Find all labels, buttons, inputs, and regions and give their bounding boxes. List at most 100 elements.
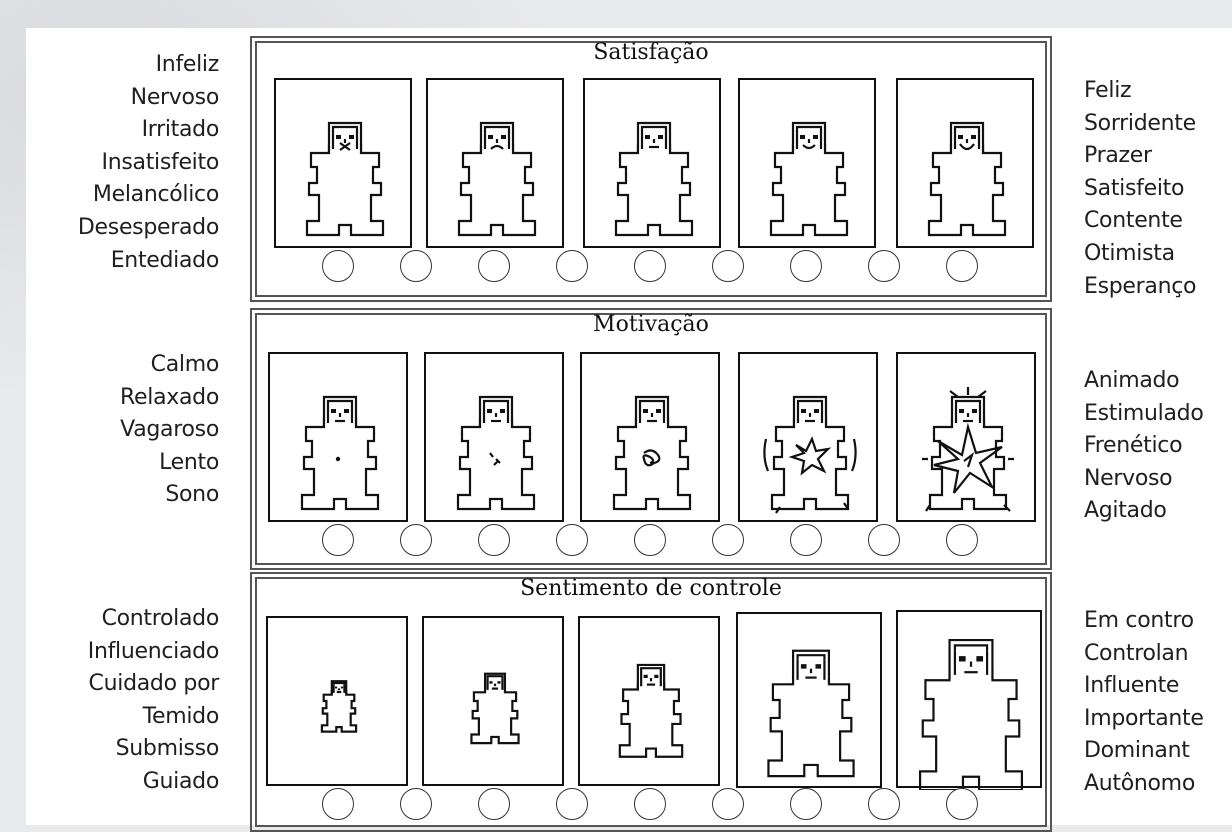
control-response-option[interactable] [946, 788, 978, 820]
satisfaction-right-word: Otimista [1084, 238, 1196, 271]
motivation-right-word: Estimulado [1084, 398, 1204, 431]
satisfaction-right-word: Sorridente [1084, 108, 1196, 141]
control-response-option[interactable] [790, 788, 822, 820]
excited-figure-icon [740, 354, 880, 524]
motivation-right-word: Nervoso [1084, 463, 1204, 496]
satisfaction-right-word: Satisfeito [1084, 173, 1196, 206]
satisfaction-figure-panel [426, 78, 564, 248]
motivation-figure-panel [580, 352, 720, 522]
very-unhappy-figure-icon [276, 80, 414, 250]
motivation-left-word: Lento [120, 447, 219, 480]
control-left-word: Submisso [88, 733, 219, 766]
control-figure-panel [266, 616, 408, 786]
motivation-response-option[interactable] [946, 524, 978, 556]
control-response-option[interactable] [478, 788, 510, 820]
unhappy-figure-icon [428, 80, 566, 250]
control-right-word: Dominant [1084, 735, 1204, 768]
motivation-title: Motivação [252, 312, 1050, 337]
motivation-right-word: Animado [1084, 365, 1204, 398]
control-left-word: Temido [88, 701, 219, 734]
control-left-word: Guiado [88, 766, 219, 799]
control-left-word: Influenciado [88, 636, 219, 669]
motivation-figure-panel [424, 352, 564, 522]
motivation-response-option[interactable] [556, 524, 588, 556]
satisfaction-figure-panel [583, 78, 721, 248]
control-title: Sentimento de controle [252, 576, 1050, 601]
satisfaction-section: Satisfação [250, 36, 1052, 302]
motivation-left-word: Calmo [120, 349, 219, 382]
smallest-figure-icon [268, 618, 410, 788]
satisfaction-left-word: Desesperado [78, 212, 219, 245]
medium-figure-icon [580, 618, 722, 788]
large-figure-icon [738, 614, 884, 790]
control-response-option[interactable] [400, 788, 432, 820]
motivation-figure-panel [738, 352, 878, 522]
satisfaction-response-option[interactable] [868, 250, 900, 282]
motivation-response-option[interactable] [634, 524, 666, 556]
neutral-arousal-figure-icon [582, 354, 722, 524]
control-figure-panel [578, 616, 720, 786]
largest-figure-icon [898, 612, 1044, 790]
calm-figure-icon [426, 354, 566, 524]
motivation-response-option[interactable] [712, 524, 744, 556]
content-figure-icon [740, 80, 878, 250]
satisfaction-response-option[interactable] [946, 250, 978, 282]
control-left-word: Controlado [88, 603, 219, 636]
satisfaction-response-option[interactable] [322, 250, 354, 282]
satisfaction-right-word: Esperanço [1084, 271, 1196, 304]
control-right-word: Em contro [1084, 605, 1204, 638]
control-figure-panel [736, 612, 882, 788]
motivation-left-word: Relaxado [120, 382, 219, 415]
satisfaction-response-option[interactable] [478, 250, 510, 282]
satisfaction-left-word: Melancólico [78, 179, 219, 212]
satisfaction-right-word: Feliz [1084, 75, 1196, 108]
satisfaction-response-option[interactable] [556, 250, 588, 282]
control-response-option[interactable] [868, 788, 900, 820]
control-right-word: Influente [1084, 670, 1204, 703]
very-calm-figure-icon [270, 354, 410, 524]
motivation-response-option[interactable] [868, 524, 900, 556]
satisfaction-response-option[interactable] [400, 250, 432, 282]
control-section: Sentimento de controle [250, 572, 1052, 832]
control-response-option[interactable] [634, 788, 666, 820]
motivation-figure-panel [896, 352, 1036, 522]
motivation-right-word: Agitado [1084, 495, 1204, 528]
very-excited-figure-icon [898, 354, 1038, 524]
satisfaction-response-option[interactable] [790, 250, 822, 282]
satisfaction-left-word: Irritado [78, 114, 219, 147]
motivation-response-option[interactable] [790, 524, 822, 556]
satisfaction-left-word: Infeliz [78, 49, 219, 82]
motivation-left-word: Sono [120, 479, 219, 512]
motivation-response-option[interactable] [400, 524, 432, 556]
control-figure-panel [422, 616, 564, 786]
motivation-response-option[interactable] [478, 524, 510, 556]
satisfaction-figure-panel [274, 78, 412, 248]
control-right-word: Importante [1084, 703, 1204, 736]
motivation-figure-panel [268, 352, 408, 522]
neutral-figure-icon [585, 80, 723, 250]
control-response-option[interactable] [322, 788, 354, 820]
motivation-left-word: Vagaroso [120, 414, 219, 447]
control-right-word: Autônomo [1084, 768, 1204, 801]
satisfaction-left-word: Insatisfeito [78, 147, 219, 180]
satisfaction-right-word: Prazer [1084, 140, 1196, 173]
satisfaction-response-option[interactable] [634, 250, 666, 282]
satisfaction-left-word: Nervoso [78, 82, 219, 115]
satisfaction-title: Satisfação [252, 40, 1050, 65]
control-response-option[interactable] [712, 788, 744, 820]
motivation-response-option[interactable] [322, 524, 354, 556]
satisfaction-response-option[interactable] [712, 250, 744, 282]
control-left-word: Cuidado por [88, 668, 219, 701]
small-figure-icon [424, 618, 566, 788]
satisfaction-left-word: Entediado [78, 245, 219, 278]
happy-figure-icon [898, 80, 1036, 250]
motivation-right-word: Frenético [1084, 430, 1204, 463]
control-response-option[interactable] [556, 788, 588, 820]
satisfaction-figure-panel [738, 78, 876, 248]
control-figure-panel [896, 610, 1042, 788]
